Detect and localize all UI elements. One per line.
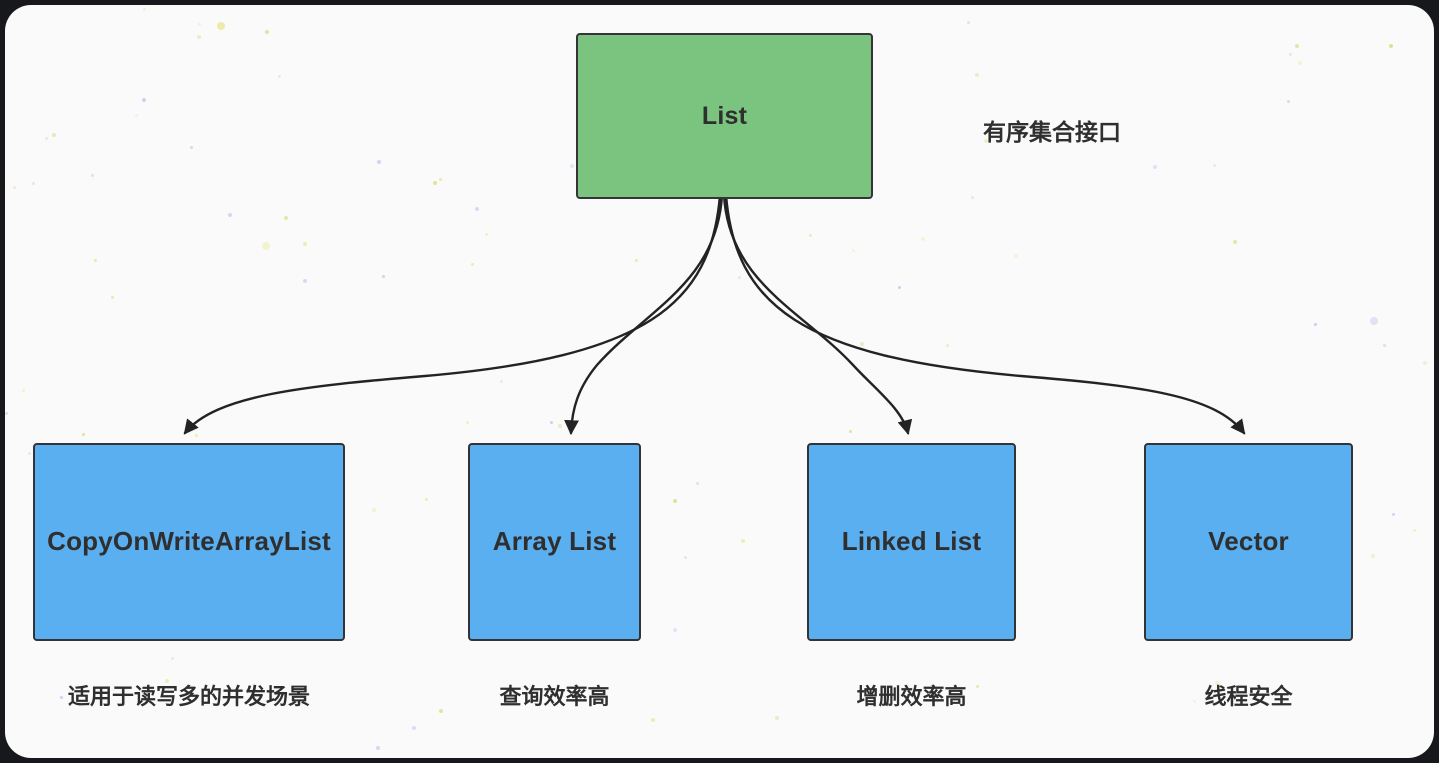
- node-vector[interactable]: Vector: [1144, 443, 1353, 641]
- edge-to-linkedlist: [722, 193, 913, 436]
- caption-vector: 线程安全: [1204, 684, 1293, 709]
- node-linkedlist[interactable]: Linked List: [807, 443, 1016, 641]
- node-copyonwritearraylist-label: CopyOnWriteArrayList: [47, 526, 331, 557]
- edge-to-vector: [724, 193, 1246, 435]
- node-list-label: List: [701, 101, 748, 130]
- caption-linkedlist: 增删效率高: [856, 684, 967, 709]
- edge-to-arraylist: [564, 193, 724, 436]
- node-vector-label: Vector: [1208, 526, 1289, 557]
- edge-to-copyonwritearraylist: [183, 193, 722, 435]
- node-list[interactable]: List: [576, 33, 873, 199]
- root-note-label: 有序集合接口: [983, 119, 1121, 145]
- node-arraylist[interactable]: Array List: [468, 443, 641, 641]
- node-copyonwritearraylist[interactable]: CopyOnWriteArrayList: [33, 443, 345, 641]
- node-linkedlist-label: Linked List: [841, 526, 982, 557]
- caption-copyonwritearraylist: 适用于读写多的并发场景: [67, 684, 310, 709]
- diagram-canvas: List 有序集合接口 CopyOnWriteArrayList Array L…: [5, 5, 1434, 758]
- connector-layer: [183, 193, 1246, 436]
- node-arraylist-label: Array List: [492, 526, 617, 557]
- caption-arraylist: 查询效率高: [499, 684, 610, 709]
